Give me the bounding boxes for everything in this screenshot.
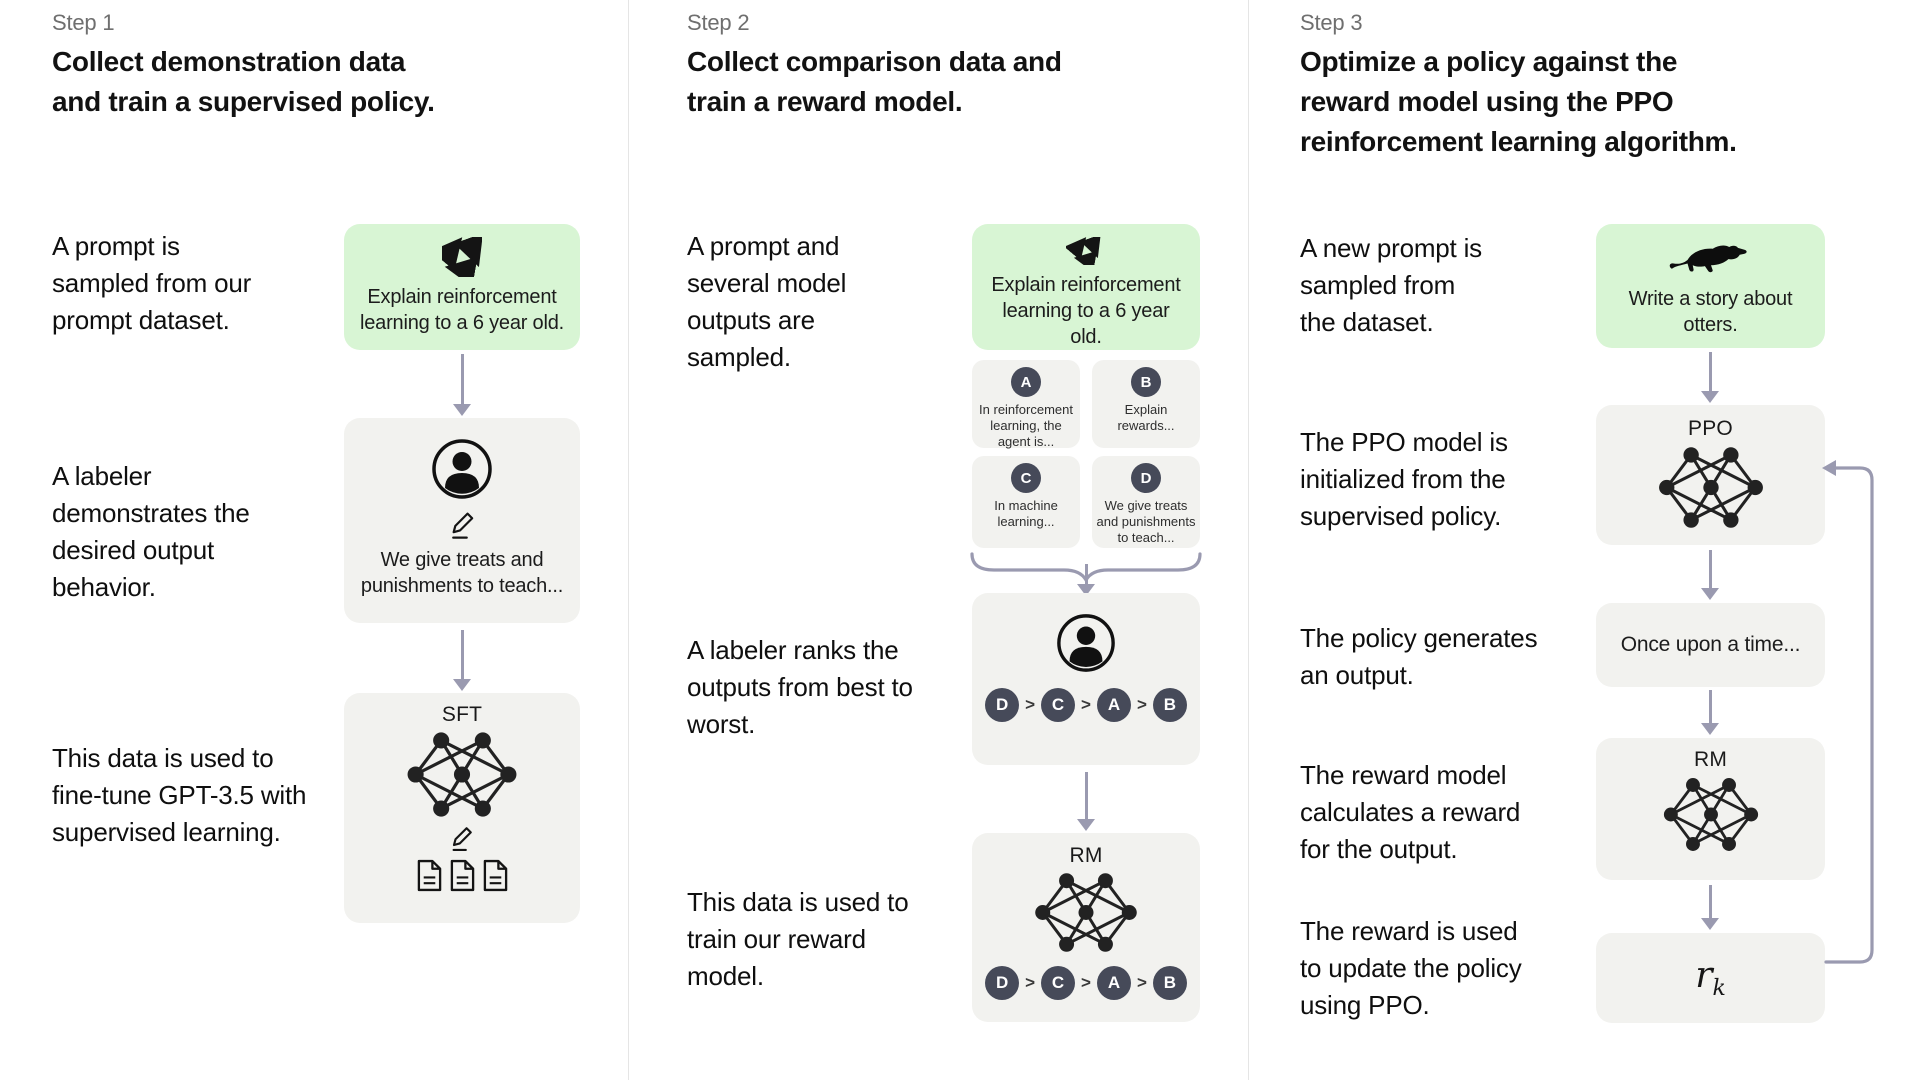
network-icon (1658, 447, 1763, 528)
step1-annotation-finetune: This data is used to fine-tune GPT-3.5 w… (52, 743, 307, 847)
cycle-icon (1066, 237, 1101, 265)
pencil-icon (451, 512, 473, 539)
greater-than-separator: > (1136, 973, 1147, 992)
step3-label: Step 3 (1300, 10, 1363, 35)
feedback-loop-arrow (1822, 460, 1874, 964)
step1-sft-box: SFT (344, 693, 580, 923)
step3-ppo-box: PPO (1596, 405, 1825, 545)
output-card-a: A In reinforcement learning, the agent i… (972, 360, 1080, 449)
ranking-row: D > C > A > B (985, 966, 1187, 1000)
rank-badge: C (1041, 966, 1076, 1000)
step2-title: Collect comparison data and train a rewa… (687, 46, 1062, 117)
step3-reward-box: rk (1596, 933, 1825, 1023)
output-badge-d: D (1131, 463, 1161, 493)
step3-prompt-text: Write a story about otters. (1628, 288, 1793, 336)
arrow-down-icon (1701, 690, 1719, 735)
reward-symbol: r (1695, 954, 1713, 996)
rm-model-label: RM (1693, 748, 1728, 771)
output-card-b: B Explain rewards... (1092, 360, 1200, 448)
step3-title: Optimize a policy against the reward mod… (1300, 46, 1737, 157)
output-badge-c: C (1011, 463, 1041, 493)
step1-title: Collect demonstration data and train a s… (52, 46, 435, 117)
rank-badge: D (985, 688, 1020, 722)
step2-prompt-box: Explain reinforcement learning to a 6 ye… (972, 224, 1200, 350)
output-text-d: We give treats and punishments to teach.… (1096, 498, 1196, 545)
step1-labeler-box: We give treats and punishments to teach.… (344, 418, 580, 623)
rank-badge: C (1041, 688, 1076, 722)
output-badge-a: A (1011, 367, 1041, 397)
arrow-down-icon (1077, 772, 1095, 831)
step3-prompt-box: Write a story about otters. (1596, 224, 1825, 348)
step2-rank-box: D > C > A > B (972, 593, 1200, 765)
greater-than-separator: > (1025, 695, 1036, 714)
step1-prompt-box: Explain reinforcement learning to a 6 ye… (344, 224, 580, 350)
arrow-down-icon (1701, 550, 1719, 600)
network-icon (1663, 778, 1758, 851)
step1-annotation-prompt: A prompt is sampled from our prompt data… (52, 231, 252, 335)
rm-model-label: RM (1069, 844, 1103, 867)
column-divider (628, 0, 629, 1080)
output-badge-b: B (1131, 367, 1161, 397)
reward-value: rk (1695, 955, 1726, 1001)
greater-than-separator: > (1081, 695, 1091, 714)
otter-icon (1669, 245, 1747, 273)
step1-annotation-labeler: A labeler demonstrates the desired outpu… (52, 461, 250, 602)
step3-annotation-update: The reward is used to update the policy … (1300, 916, 1522, 1020)
step3-annotation-newprompt: A new prompt is sampled from the dataset… (1300, 233, 1482, 337)
person-icon (432, 439, 492, 499)
arrow-down-icon (1701, 352, 1719, 403)
step3-annotation-init: The PPO model is initialized from the su… (1300, 427, 1508, 531)
pencil-icon (452, 827, 472, 852)
network-icon (1035, 873, 1137, 952)
output-text-a: In reinforcement learning, the agent is.… (979, 402, 1073, 449)
step3-annotation-reward: The reward model calculates a reward for… (1300, 760, 1521, 864)
arrow-down-icon (453, 354, 471, 416)
step3-output-box: Once upon a time... (1596, 603, 1825, 687)
reward-subscript: k (1712, 976, 1726, 1002)
arrow-down-icon (1077, 564, 1095, 596)
step3-reward-model-box: RM (1596, 738, 1825, 880)
output-card-c: C In machine learning... (972, 456, 1080, 548)
step1-prompt-text: Explain reinforcement learning to a 6 ye… (359, 286, 565, 334)
rank-badge: A (1096, 688, 1131, 722)
greater-than-separator: > (1025, 973, 1036, 992)
step1-labeler-text: We give treats and punishments to teach.… (360, 549, 564, 597)
step2-prompt-text: Explain reinforcement learning to a 6 ye… (991, 274, 1181, 348)
arrow-down-icon (453, 630, 471, 691)
step3-output-text: Once upon a time... (1620, 633, 1801, 656)
rank-badge: A (1096, 966, 1131, 1000)
step2-annotation-train: This data is used to train our reward mo… (687, 887, 909, 991)
step2-annotation-ranks: A labeler ranks the outputs from best to… (687, 635, 913, 739)
step2-reward-model-box: RM D > C > A > B (972, 833, 1200, 1022)
cycle-icon (442, 237, 482, 277)
output-text-c: In machine learning... (994, 498, 1058, 529)
sft-model-label: SFT (441, 703, 483, 726)
output-card-d: D We give treats and punishments to teac… (1092, 456, 1200, 548)
network-icon (407, 732, 517, 817)
step3-annotation-output: The policy generates an output. (1300, 623, 1538, 690)
person-icon (1057, 614, 1115, 672)
arrow-down-icon (1701, 885, 1719, 930)
step2-annotation-sampled: A prompt and several model outputs are s… (687, 231, 847, 372)
ranking-row: D > C > A > B (985, 688, 1187, 722)
rank-badge: D (985, 966, 1020, 1000)
output-text-b: Explain rewards... (1117, 402, 1175, 433)
greater-than-separator: > (1136, 695, 1147, 714)
rank-badge: B (1152, 966, 1187, 1000)
column-divider (1248, 0, 1249, 1080)
greater-than-separator: > (1081, 973, 1091, 992)
step2-label: Step 2 (687, 10, 750, 35)
documents-icon (416, 859, 509, 892)
rank-badge: B (1152, 688, 1187, 722)
step1-label: Step 1 (52, 10, 115, 35)
ppo-model-label: PPO (1688, 417, 1733, 440)
